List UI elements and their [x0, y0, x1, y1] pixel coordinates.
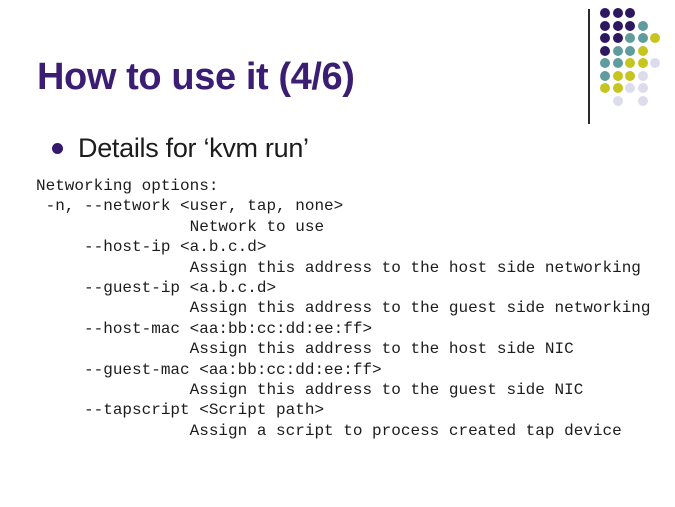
decoration-dot: [637, 83, 648, 94]
decoration-dot-row: [599, 20, 662, 33]
decoration-dot: [600, 83, 611, 94]
decoration-dot: [625, 20, 636, 31]
decoration-dot: [600, 8, 611, 19]
decoration-dot: [612, 33, 623, 44]
decoration-dot: [625, 8, 636, 19]
decoration-dot-grid: [599, 7, 662, 107]
decoration-dot: [600, 45, 611, 56]
decoration-dot-row: [599, 70, 662, 83]
bullet-item: Details for ‘kvm run’: [52, 130, 309, 166]
decoration-dot: [612, 8, 623, 19]
decoration-dot-row: [599, 82, 662, 95]
bullet-icon: [52, 142, 63, 154]
decoration-dot: [637, 20, 648, 31]
decoration-dot: [612, 20, 623, 31]
bullet-text: Details for ‘kvm run’: [78, 132, 309, 163]
decoration-dot: [612, 45, 623, 56]
decoration-dot: [637, 95, 648, 106]
decoration-dot: [600, 33, 611, 44]
decoration-dot: [625, 58, 636, 69]
decoration-dot: [612, 95, 623, 106]
decoration-dot: [600, 70, 611, 81]
decoration-dot-row: [599, 95, 662, 108]
decoration-dot: [650, 33, 661, 44]
decoration-dot: [612, 83, 623, 94]
decoration-dot-row: [599, 7, 662, 20]
decoration-dot: [625, 33, 636, 44]
decoration-dot: [637, 45, 648, 56]
decoration-divider-line: [588, 9, 590, 124]
decoration-dot: [600, 58, 611, 69]
decoration-dot: [637, 33, 648, 44]
decoration-dot: [600, 20, 611, 31]
code-block: Networking options: -n, --network <user,…: [36, 177, 651, 440]
decoration-dot: [637, 70, 648, 81]
decoration-dot: [650, 58, 661, 69]
decoration-dot-row: [599, 32, 662, 45]
decoration-dot-row: [599, 57, 662, 70]
decoration-dot: [625, 83, 636, 94]
decoration-dot: [625, 45, 636, 56]
slide-title: How to use it (4/6): [37, 56, 355, 98]
decoration-dot: [625, 70, 636, 81]
decoration-dot: [637, 58, 648, 69]
decoration-dot: [612, 58, 623, 69]
decoration-dot: [612, 70, 623, 81]
decoration-dot-row: [599, 45, 662, 58]
